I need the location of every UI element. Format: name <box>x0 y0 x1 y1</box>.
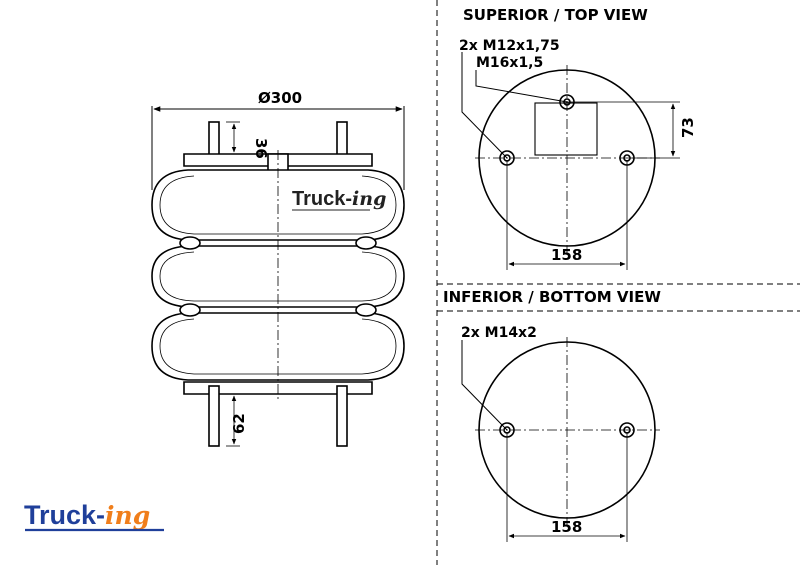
bellow-logo: Truck-ing <box>292 188 386 210</box>
girdle-ring-right-1 <box>355 236 377 250</box>
top-stud-leader <box>461 52 508 159</box>
bottom-stud-leader <box>461 340 508 431</box>
side-view <box>151 106 405 447</box>
brand-logo: Truck-ing <box>24 500 164 532</box>
air-port-callout: M16x1,5 <box>476 55 543 71</box>
bottom-view-title: INFERIOR / BOTTOM VIEW <box>443 288 661 306</box>
bellow-convolution-3 <box>151 312 405 381</box>
girdle-ring-left-2 <box>179 303 201 317</box>
bottom-stud-right <box>336 385 348 447</box>
top-stud-label: 36 <box>252 138 270 159</box>
svg-text:Truck-ing: Truck-ing <box>24 500 150 530</box>
air-port-leader <box>475 70 568 103</box>
top-offset-label: 73 <box>679 117 697 138</box>
diameter-label: Ø300 <box>258 89 302 107</box>
top-view-title: SUPERIOR / TOP VIEW <box>463 6 648 24</box>
girdle-ring-right-2 <box>355 303 377 317</box>
bottom-spacing-label: 158 <box>551 518 582 536</box>
bottom-stud-left <box>208 385 220 447</box>
top-view <box>461 52 680 270</box>
top-stud-callout: 2x M12x1,75 <box>459 38 560 54</box>
bottom-view <box>461 337 660 542</box>
girdle-ring-left-1 <box>179 236 201 250</box>
air-fitting-boss <box>534 102 598 156</box>
top-spacing-label: 158 <box>551 246 582 264</box>
bottom-stud-label: 62 <box>230 413 248 434</box>
bottom-stud-callout: 2x M14x2 <box>461 325 537 341</box>
